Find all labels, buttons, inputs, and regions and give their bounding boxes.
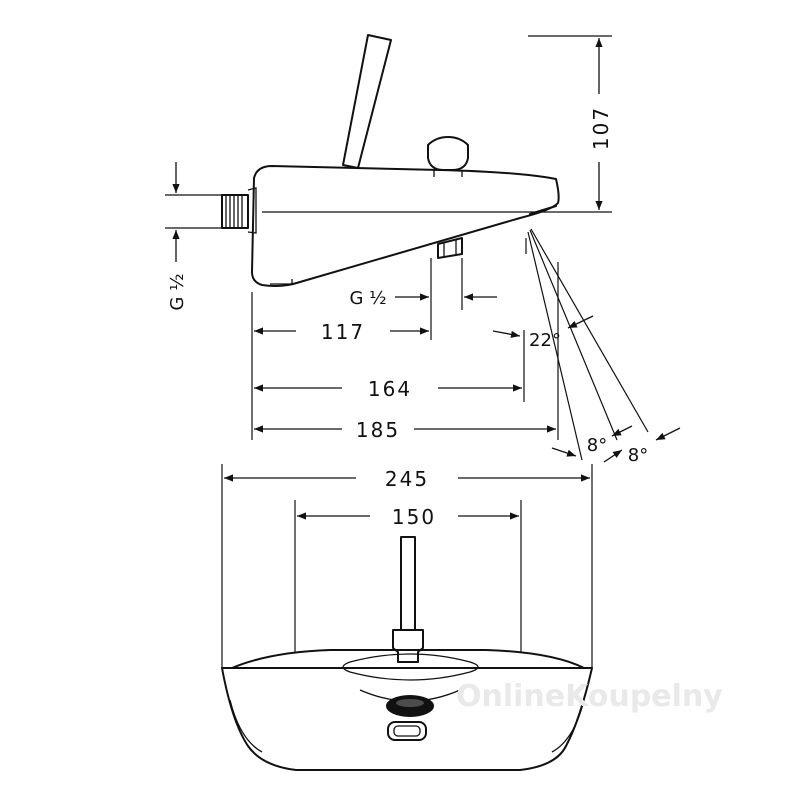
body-face bbox=[231, 649, 585, 669]
dim-length-164: 164 bbox=[368, 377, 412, 401]
spout-foot bbox=[270, 279, 293, 285]
dim-length-117: 117 bbox=[321, 320, 365, 344]
lever-top-base bbox=[392, 629, 424, 663]
body-edge-left bbox=[229, 699, 263, 753]
dim-width-150: 150 bbox=[392, 505, 436, 529]
lever-handle bbox=[342, 34, 392, 169]
body-edge-right bbox=[551, 699, 585, 753]
jet-angle-lines bbox=[525, 228, 649, 461]
dim-thread-side: G ½ bbox=[167, 273, 188, 310]
angle-8-right: 8° bbox=[628, 445, 648, 466]
dim-thread-bottom: G ½ bbox=[349, 288, 386, 309]
side-view: 107 G ½ G ½ 117 164 185 bbox=[165, 34, 681, 466]
spout-body bbox=[251, 165, 560, 287]
dim-height-107: 107 bbox=[589, 106, 613, 150]
spout-outlet-top bbox=[386, 695, 434, 717]
diverter-knob bbox=[427, 136, 469, 171]
dim-length-185: 185 bbox=[356, 418, 400, 442]
top-view: 245 150 bbox=[221, 464, 593, 771]
lever-top bbox=[400, 536, 416, 631]
bottom-knob bbox=[387, 721, 427, 741]
watermark: OnlineKoupelny bbox=[456, 679, 723, 714]
spout-outlet bbox=[529, 205, 557, 215]
bottom-fitting bbox=[437, 237, 463, 259]
dim-width-245: 245 bbox=[385, 467, 429, 491]
angle-22: 22° bbox=[529, 330, 561, 351]
threaded-connector bbox=[221, 187, 257, 234]
angle-8-left: 8° bbox=[587, 435, 607, 456]
body-inner-plate bbox=[342, 653, 479, 681]
